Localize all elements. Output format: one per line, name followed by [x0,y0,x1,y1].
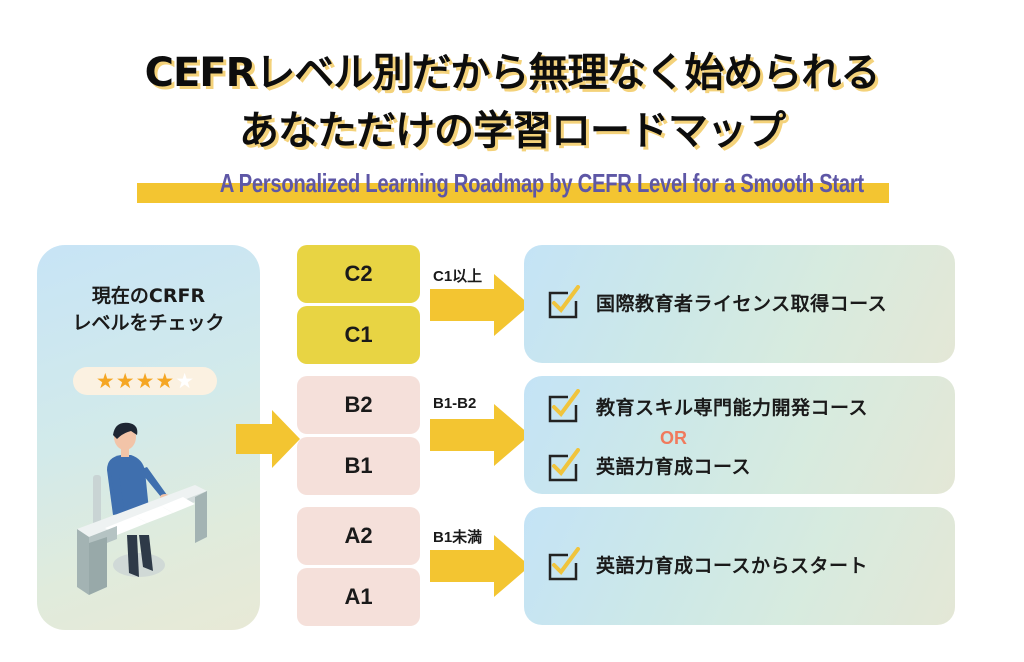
level-c2: C2 [297,245,420,303]
title-line-1: CEFRレベル別だから無理なく始められる [144,50,881,96]
arrow-to-course-b [430,404,530,466]
arrow-label-c: C1以上 [433,268,483,285]
person-at-desk-illustration [77,422,207,595]
level-b1: B1 [297,437,420,495]
arrow-to-course-c [430,274,530,336]
subtitle-text: A Personalized Learning Roadmap by CEFR … [219,168,864,198]
course-item: 英語力育成コース [548,448,751,482]
course-card-c: 国際教育者ライセンス取得コース [524,245,955,363]
arrow-to-course-a [430,535,530,597]
course-item: 英語力育成コースからスタート [548,547,868,581]
checkbox-checked-icon [548,285,580,319]
course-item: 国際教育者ライセンス取得コース [548,285,887,319]
level-a2: A2 [297,507,420,565]
title-line-2: あなただけの学習ロードマップ [239,108,786,154]
level-c1: C1 [297,306,420,364]
current-level-title: 現在のCRFR レベルをチェック [37,283,260,337]
subtitle: A Personalized Learning Roadmap by CEFR … [137,168,889,204]
checkbox-checked-icon [548,389,580,423]
star-empty-icon: ★ [175,368,195,393]
star-filled-icon: ★ [115,368,135,393]
course-name: 英語力育成コース [596,455,752,478]
arrow-label-b: B1-B2 [433,395,477,412]
current-level-title-line2: レベルをチェック [72,312,225,334]
course-name: 英語力育成コースからスタート [596,554,869,577]
star-filled-icon: ★ [155,368,175,393]
checkbox-checked-icon [548,448,580,482]
course-name: 国際教育者ライセンス取得コース [596,292,888,315]
level-b2: B2 [297,376,420,434]
course-card-a: 英語力育成コースからスタート [524,507,955,625]
star-rating: ★★★★★ [73,367,217,395]
arrow-to-levels [236,410,300,468]
subtitle-highlight [137,183,889,203]
star-filled-icon: ★ [135,368,155,393]
current-level-title-line1: 現在のCRFR [91,285,206,307]
arrow-label-a: B1未満 [433,529,483,546]
current-level-card: 現在のCRFR レベルをチェック ★★★★★ [37,245,260,630]
course-item: 教育スキル専門能力開発コース [548,389,868,423]
or-separator: OR [660,428,687,448]
level-a1: A1 [297,568,420,626]
star-filled-icon: ★ [95,368,115,393]
course-name: 教育スキル専門能力開発コース [596,396,869,419]
course-card-b: 教育スキル専門能力開発コース OR 英語力育成コース [524,376,955,494]
checkbox-checked-icon [548,547,580,581]
